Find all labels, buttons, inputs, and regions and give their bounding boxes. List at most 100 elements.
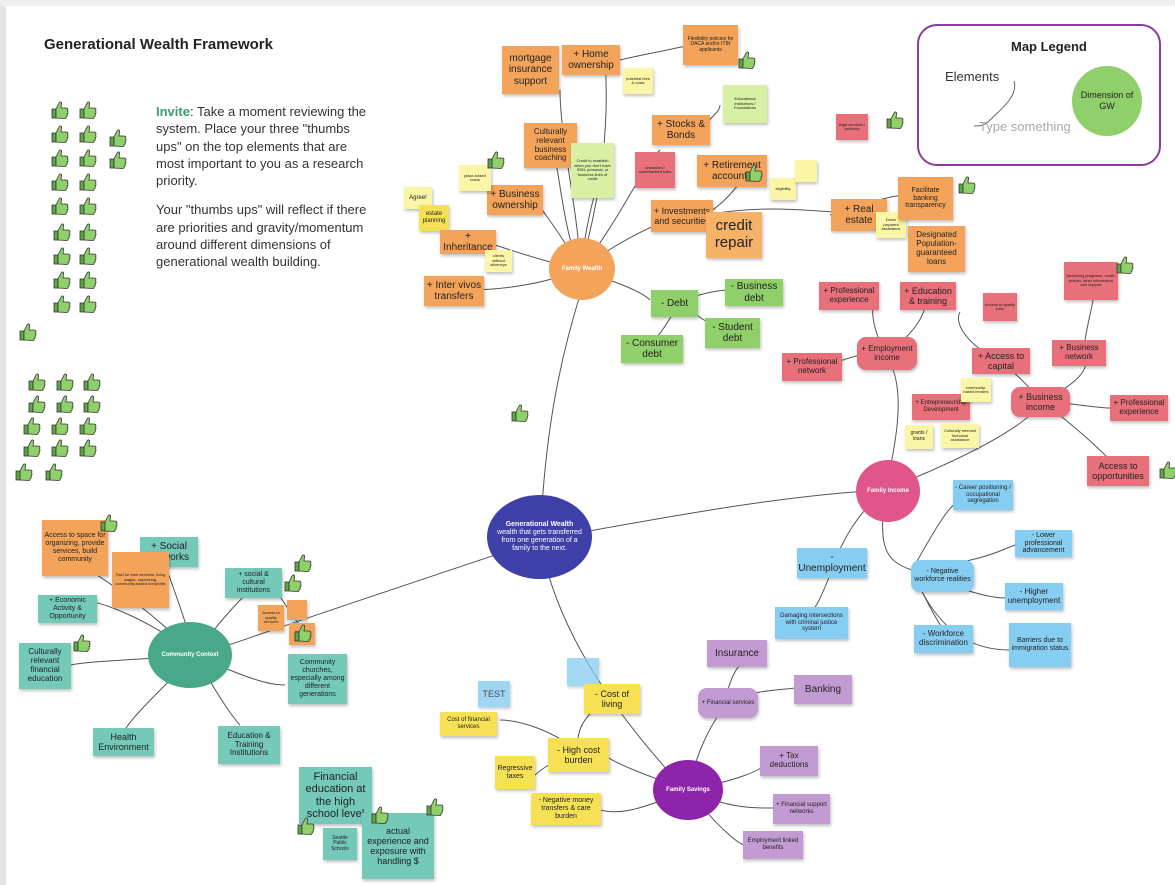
technical-assistance-note[interactable]: Culturally relevant technical assistance [941, 424, 979, 448]
inter-vivos-note[interactable]: + Inter vivos transfers [424, 276, 484, 306]
estate-planning-note[interactable]: estate planning [419, 205, 449, 231]
workforce-discrimination-note[interactable]: - Workforce discrimination [914, 625, 973, 653]
seattle-schools-note[interactable]: Seattle Public Schools [323, 828, 357, 860]
investments-note[interactable]: + Investments and securities [651, 200, 713, 232]
negative-money-transfers-note[interactable]: - Negative money transfers & care burden [531, 793, 601, 825]
access-space-note[interactable]: Access to space for organizing, provide … [42, 520, 108, 576]
lending-circles-note[interactable] [287, 600, 307, 620]
cost-living-note[interactable]: - Cost of living [584, 684, 640, 714]
note-text: mortgage insurance support [508, 53, 553, 87]
high-cost-burden-note[interactable]: - High cost burden [548, 738, 609, 772]
cultural-financial-ed-note[interactable]: Culturally relevant financial education [19, 643, 71, 689]
edu-institutions-note[interactable]: Educational institutions / Foundations [723, 85, 767, 123]
quality-services-note[interactable]: Access to quality services [258, 605, 284, 631]
business-ownership-note[interactable]: + Business ownership [487, 185, 543, 215]
thumbs-up-icon [28, 373, 46, 391]
invite-keyword: Invite [156, 104, 190, 119]
thumbs-up-icon [294, 624, 312, 642]
barriers-immigration-note[interactable]: Barriers due to immigration status [1009, 623, 1071, 667]
note-text: - Student debt [712, 321, 753, 344]
place-based-loans-note[interactable]: place-based loans [459, 165, 491, 191]
clients-attorneys-note[interactable]: clients without attorneys [485, 250, 512, 272]
employment-income-note[interactable]: + Employment income [857, 337, 917, 370]
family-wealth-hub[interactable]: Family Wealth [549, 238, 615, 300]
designated-loans-note[interactable]: Designated Population-guaranteed loans [908, 226, 965, 272]
unbanked-note[interactable]: unbanked / underbanked folks [635, 152, 675, 188]
note-text: - Business debt [730, 281, 778, 304]
economic-activity-note[interactable]: + Economic Activity & Opportunity [38, 595, 97, 623]
family-savings-hub[interactable]: Family Savings [653, 760, 723, 820]
note-text: Regressive taxes [497, 764, 533, 780]
mentoring-programs-note[interactable]: Mentoring programs, credit-builder, othe… [1064, 262, 1118, 300]
paid-services-note[interactable]: Paid for their services, living wages, o… [112, 552, 169, 608]
note-text: Culturally relevant technical assistance [943, 428, 976, 443]
banking-note[interactable]: Banking [794, 675, 852, 704]
student-debt-note[interactable]: - Student debt [705, 318, 760, 348]
map-legend[interactable]: Map Legend Elements Dimension of GW Type… [917, 24, 1161, 166]
regressive-taxes-note[interactable]: Regressive taxes [495, 756, 535, 789]
family-income-hub[interactable]: Family Income [856, 460, 920, 522]
negative-workforce-note[interactable]: - Negative workforce realities [911, 560, 974, 592]
note-text: Down payment assistance [881, 217, 901, 232]
test-note[interactable]: TEST [478, 681, 510, 707]
legal-services-note[interactable]: legal services / advisors [836, 114, 868, 140]
credit-establish-note[interactable]: Credit to establish when you don't have … [571, 143, 614, 198]
actual-experience-note[interactable]: actual experience and exposure with hand… [362, 813, 434, 879]
note-text: potential fees & costs [626, 75, 650, 85]
lower-professional-note[interactable]: - Lower professional advancement [1015, 530, 1072, 557]
consumer-debt-note[interactable]: - Consumer debt [621, 335, 683, 363]
thumbs-up-icon [79, 197, 97, 215]
financial-services-note[interactable]: + Financial services [698, 688, 758, 718]
note-text: Insurance [715, 647, 759, 659]
yellow-square-note[interactable] [795, 160, 817, 182]
community-lenders-note[interactable]: community-based lenders [961, 378, 991, 402]
cost-financial-services-note[interactable]: Cost of financial services [440, 712, 497, 736]
professional-network-note[interactable]: + Professional network [782, 353, 842, 381]
unemployment-note[interactable]: - Unemployment [797, 548, 867, 578]
culturally-relevant-coaching-note[interactable]: Culturally relevant business coaching [524, 123, 577, 168]
note-text: Educational institutions / Foundations [733, 96, 756, 111]
education-institutions-note[interactable]: Education & Training Institutions [218, 726, 280, 764]
agree-note[interactable]: Agree! [404, 187, 432, 209]
insurance-note[interactable]: Insurance [707, 640, 767, 667]
career-positioning-note[interactable]: - Career positioning / occupational segr… [953, 480, 1013, 510]
note-text: - Workforce discrimination [919, 629, 968, 647]
access-capital-note[interactable]: + Access to capital [972, 348, 1030, 374]
mortgage-note[interactable]: mortgage insurance support [502, 46, 559, 94]
quality-jobs-note[interactable]: Access to quality jobs [983, 293, 1017, 321]
tax-deductions-note[interactable]: + Tax deductions [760, 746, 818, 776]
stocks-note[interactable]: + Stocks & Bonds [652, 115, 710, 145]
note-text: - Negative workforce realities [914, 568, 971, 583]
social-cultural-note[interactable]: + social & cultural institutions [225, 568, 282, 598]
damaging-intersections-note[interactable]: Damaging intersections with criminal jus… [775, 607, 848, 639]
home-ownership-note[interactable]: + Home ownership [562, 45, 620, 75]
business-income-note[interactable]: + Business income [1011, 387, 1070, 417]
daca-note[interactable]: Flexibility policies for DACA and/or ITI… [683, 25, 738, 65]
access-opportunities-note[interactable]: Access to opportunities [1087, 456, 1149, 486]
community-churches-note[interactable]: Community churches, especially among dif… [288, 654, 347, 704]
note-text: + Home ownership [568, 48, 614, 71]
health-environment-note[interactable]: Health Environment [93, 728, 154, 756]
debt-note[interactable]: - Debt [651, 290, 698, 317]
legend-placeholder[interactable]: Type something [979, 119, 1071, 134]
professional-experience-2-note[interactable]: + Professional experience [1110, 395, 1168, 421]
home-fees-note[interactable]: potential fees & costs [623, 68, 653, 94]
entrepreneurship-note[interactable]: + Entrepreneurship Development [912, 394, 970, 420]
higher-unemployment-note[interactable]: - Higher unemployment [1005, 583, 1063, 610]
business-debt-note[interactable]: - Business debt [725, 279, 783, 306]
credit-repair-note[interactable]: credit repair [706, 212, 762, 258]
facilitate-banking-note[interactable]: Facilitate banking transparency [898, 177, 953, 220]
retirement-eligibility-note[interactable]: eligibility [770, 178, 796, 200]
professional-experience-note[interactable]: + Professional experience [819, 282, 879, 310]
grants-loans-note[interactable]: grants / loans [905, 425, 933, 449]
business-network-note[interactable]: + Business network [1052, 340, 1106, 366]
thumbs-up-icon [51, 101, 69, 119]
employment-benefits-note[interactable]: Employment linked benefits [743, 831, 803, 859]
community-context-hub[interactable]: Community Context [148, 622, 232, 688]
blue-square-note[interactable] [567, 658, 599, 686]
financial-ed-high-school-note[interactable]: Financial education at the high school l… [299, 767, 372, 824]
generational-wealth-hub[interactable]: Generational Wealth wealth that gets tra… [487, 495, 592, 579]
education-training-note[interactable]: + Education & training [900, 282, 956, 310]
financial-support-note[interactable]: + Financial support networks [773, 794, 830, 824]
